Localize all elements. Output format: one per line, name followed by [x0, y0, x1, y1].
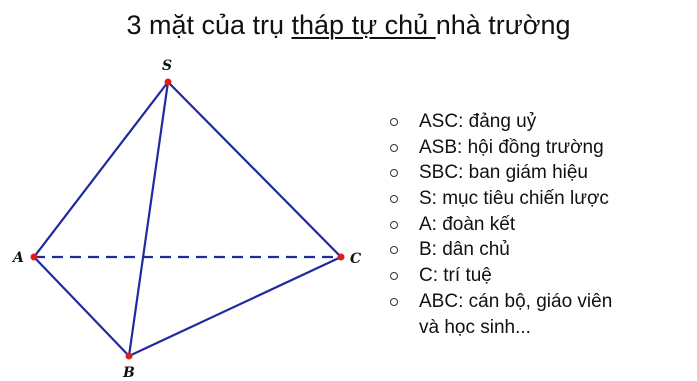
- vertex-label-c: C: [350, 251, 361, 267]
- legend-item-text: ASC: đảng uỷ: [419, 111, 537, 132]
- vertex-s: [164, 78, 172, 86]
- title-underlined: tháp tự chủ: [291, 10, 436, 40]
- legend-item-text: A: đoàn kết: [419, 213, 516, 235]
- legend-item-text: S: mục tiêu chiến lược: [419, 188, 609, 210]
- legend-item: ABC: cán bộ, giáo viên và học sinh...: [388, 289, 612, 340]
- vertex-label-a: A: [11, 250, 24, 266]
- title-suffix: nhà trường: [435, 10, 571, 40]
- circle-bullet-icon: [390, 246, 398, 255]
- vertex-a: [30, 253, 38, 261]
- legend-list: ASC: đảng uỷ ASB: hội đồng trường SBC: b…: [388, 109, 612, 340]
- legend-item-text: ABC: cán bộ, giáo viên: [419, 290, 613, 312]
- circle-bullet-icon: [390, 143, 398, 152]
- legend-item-text: B: dân chủ: [419, 239, 510, 261]
- legend-item: ASC: đảng uỷ: [388, 109, 612, 135]
- legend-item: ASB: hội đồng trường: [388, 135, 612, 161]
- circle-bullet-icon: [390, 297, 398, 306]
- edge-sa: [33, 81, 169, 258]
- legend-item: SBC: ban giám hiệu: [388, 160, 612, 186]
- legend-item: S: mục tiêu chiến lược: [388, 186, 612, 212]
- legend-item-text: ASB: hội đồng trường: [419, 136, 604, 158]
- circle-bullet-icon: [390, 220, 398, 229]
- legend-item: C: trí tuệ: [388, 263, 612, 289]
- circle-bullet-icon: [390, 195, 398, 204]
- legend-item: B: dân chủ: [388, 237, 612, 263]
- circle-bullet-icon: [390, 118, 398, 126]
- legend-item-continuation: và học sinh...: [419, 316, 531, 338]
- edge-ab: [33, 256, 130, 357]
- circle-bullet-icon: [390, 272, 398, 281]
- legend-item-text: SBC: ban giám hiệu: [419, 162, 588, 184]
- vertex-label-s: S: [162, 58, 172, 74]
- circle-bullet-icon: [390, 169, 398, 178]
- vertex-label-b: B: [122, 365, 135, 381]
- page-title: 3 mặt của trụ tháp tự chủ nhà trường: [0, 10, 697, 41]
- edge-bc: [128, 256, 342, 357]
- edge-sb: [127, 81, 170, 357]
- title-prefix: 3 mặt của trụ: [126, 10, 292, 40]
- vertex-c: [337, 253, 345, 261]
- vertex-b: [125, 352, 133, 360]
- legend-item-text: C: trí tuệ: [419, 265, 492, 287]
- edge-sc: [167, 81, 342, 258]
- legend-item: A: đoàn kết: [388, 212, 612, 238]
